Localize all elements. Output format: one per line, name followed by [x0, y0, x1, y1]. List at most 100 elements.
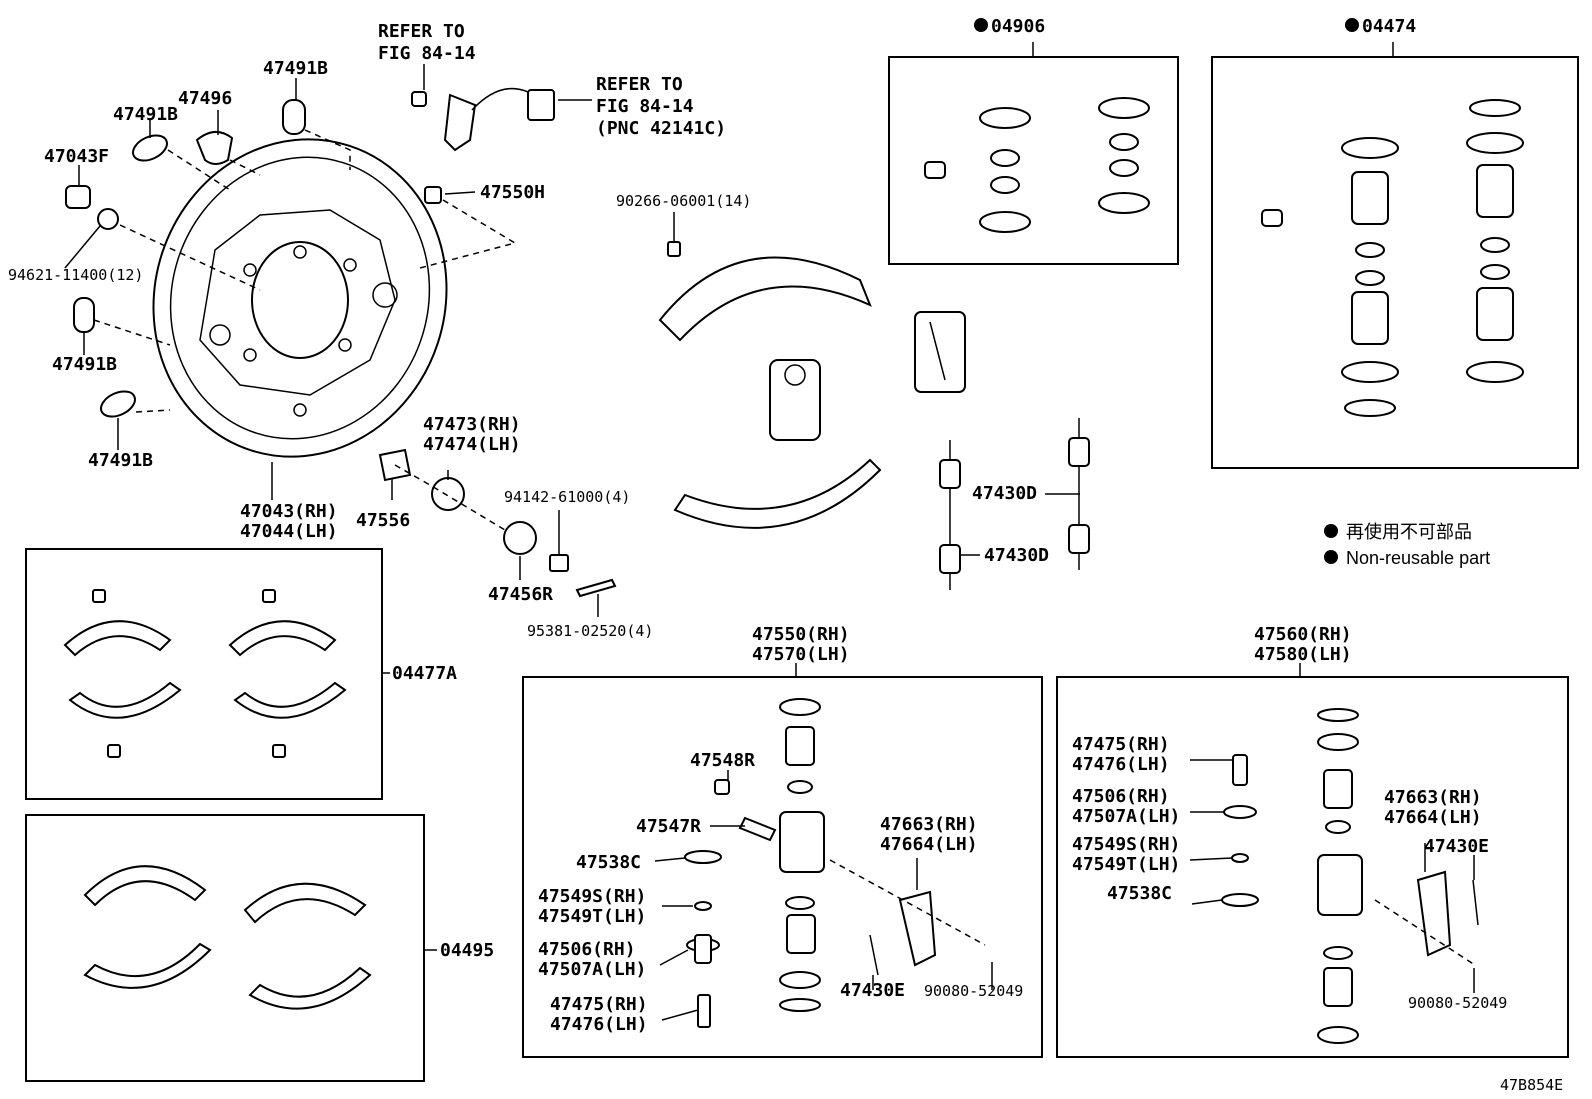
kit-04906-parts	[924, 97, 1150, 233]
label-47491B-left: 47491B	[113, 104, 178, 125]
label-47043: 47043(RH)	[240, 501, 338, 522]
label-47664-b: 47664(LH)	[1384, 807, 1482, 828]
nut-94142	[549, 554, 569, 572]
plug-47491B-top	[282, 99, 306, 135]
legend-en: Non-reusable part	[1346, 548, 1490, 568]
label-47473: 47473(RH)	[423, 414, 521, 435]
shoe-pin-90266	[667, 241, 681, 257]
label-47549T-a: 47549T(LH)	[538, 906, 646, 927]
nonreusable-dot-04474	[1345, 18, 1359, 32]
label-47496: 47496	[178, 88, 232, 109]
label-47491B-mid: 47491B	[52, 354, 117, 375]
kit-04474-parts	[1261, 99, 1524, 417]
sensor-wire	[471, 87, 529, 111]
label-47456R: 47456R	[488, 584, 553, 605]
label-refer-top-1: REFER TO	[378, 21, 465, 42]
label-refer-right-2: FIG 84-14	[596, 96, 694, 117]
plug-47491B-bottom	[100, 390, 136, 418]
label-47430D-b: 47430D	[984, 545, 1049, 566]
label-47664-a: 47664(LH)	[880, 834, 978, 855]
legend-jp: 再使用不可部品	[1346, 522, 1472, 542]
label-04495: 04495	[440, 940, 494, 961]
label-47491B-top: 47491B	[263, 58, 328, 79]
spring-47430D-left	[939, 440, 961, 590]
kit-box-04495	[25, 814, 425, 1082]
label-47044: 47044(LH)	[240, 521, 338, 542]
backing-plate	[152, 138, 448, 458]
label-refer-right-3: (PNC 42141C)	[596, 118, 726, 139]
label-04477A: 04477A	[392, 663, 457, 684]
kit-box-04906	[888, 56, 1179, 265]
label-47663-a: 47663(RH)	[880, 814, 978, 835]
label-47549S-a: 47549S(RH)	[538, 886, 646, 907]
label-90080-a: 90080-52049	[924, 982, 1023, 1000]
washer-94621	[97, 208, 119, 230]
label-47570LH: 47570(LH)	[752, 644, 850, 665]
label-47580LH: 47580(LH)	[1254, 644, 1352, 665]
label-94621: 94621-11400(12)	[8, 266, 143, 284]
label-47549S-b: 47549S(RH)	[1072, 834, 1180, 855]
spring-47430D-right	[1068, 418, 1090, 570]
label-47663-b: 47663(RH)	[1384, 787, 1482, 808]
label-47430E-b: 47430E	[1424, 836, 1489, 857]
label-47430E-a: 47430E	[840, 980, 905, 1001]
label-47538C-a: 47538C	[576, 852, 641, 873]
sensor-connector	[527, 89, 555, 121]
label-47476-a: 47476(LH)	[550, 1014, 648, 1035]
label-47556: 47556	[356, 510, 410, 531]
label-95381: 95381-02520(4)	[527, 622, 653, 640]
label-refer-top-2: FIG 84-14	[378, 43, 476, 64]
kit-box-04477A	[25, 548, 383, 800]
label-90080-b: 90080-52049	[1408, 994, 1507, 1012]
label-47475-a: 47475(RH)	[550, 994, 648, 1015]
label-04906: 04906	[991, 16, 1045, 37]
label-47043F: 47043F	[44, 146, 109, 167]
legend-dot-en	[1324, 550, 1338, 564]
label-47476-b: 47476(LH)	[1072, 754, 1170, 775]
cylinder-47560-parts	[1221, 708, 1479, 1044]
label-47474: 47474(LH)	[423, 434, 521, 455]
label-04474: 04474	[1362, 16, 1416, 37]
label-47507A-a: 47507A(LH)	[538, 959, 646, 980]
cylinder-47550-parts	[684, 698, 986, 1028]
kit-box-04474	[1211, 56, 1579, 469]
label-90266: 90266-06001(14)	[616, 192, 751, 210]
pin-95381	[575, 578, 617, 598]
plug-47491B-left	[132, 134, 168, 162]
label-47560RH: 47560(RH)	[1254, 624, 1352, 645]
nonreusable-dot-04906	[974, 18, 988, 32]
grommet-47496	[195, 131, 234, 165]
sensor-bracket	[443, 93, 477, 152]
assembly-box-47550	[522, 676, 1043, 1058]
adjuster-wheel-47473	[431, 477, 465, 511]
plug-47043F	[65, 185, 91, 209]
label-47430D-a: 47430D	[972, 483, 1037, 504]
label-47475-b: 47475(RH)	[1072, 734, 1170, 755]
label-47491B-bottom: 47491B	[88, 450, 153, 471]
label-47538C-b: 47538C	[1107, 883, 1172, 904]
label-47548R: 47548R	[690, 750, 755, 771]
label-47506-b: 47506(RH)	[1072, 786, 1170, 807]
label-47547R: 47547R	[636, 816, 701, 837]
plug-47491B-mid	[73, 297, 95, 333]
kit-04477A-linings	[63, 589, 347, 758]
bolt-47550H	[424, 186, 442, 204]
label-refer-right-1: REFER TO	[596, 74, 683, 95]
brake-shoe-upper	[658, 256, 872, 342]
wheel-cylinder-center	[769, 359, 821, 441]
brake-shoe-lower	[673, 458, 882, 529]
label-47507A-b: 47507A(LH)	[1072, 806, 1180, 827]
legend-dot-jp	[1324, 524, 1338, 538]
bolt-refer-top	[411, 91, 427, 107]
label-47506-a: 47506(RH)	[538, 939, 636, 960]
label-47549T-b: 47549T(LH)	[1072, 854, 1180, 875]
assembly-box-47560	[1056, 676, 1569, 1058]
label-47550H: 47550H	[480, 182, 545, 203]
label-47550RH: 47550(RH)	[752, 624, 850, 645]
kit-04495-shoes	[83, 865, 372, 1010]
plug-47456R	[503, 521, 537, 555]
label-94142: 94142-61000(4)	[504, 488, 630, 506]
illustration-code: 47B854E	[1500, 1076, 1563, 1094]
adjuster-assembly	[914, 311, 966, 393]
